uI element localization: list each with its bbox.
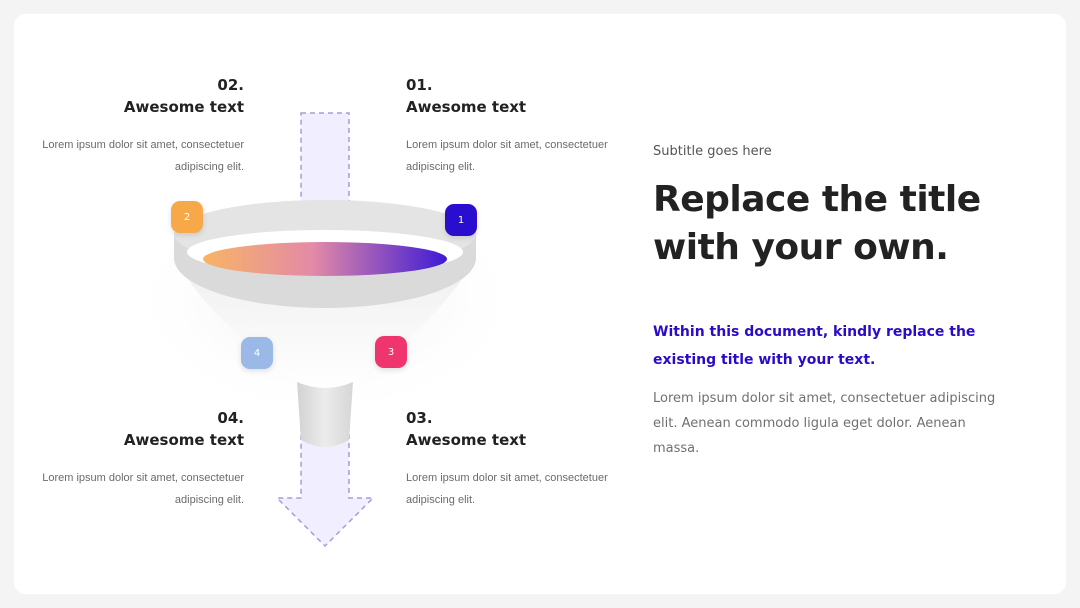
step-description: Lorem ipsum dolor sit amet, consectetuer… <box>42 472 244 506</box>
step-title: Awesome text <box>406 98 527 116</box>
badge-4: 4 <box>241 337 273 369</box>
highlight-text: Within this document, kindly replace the… <box>653 324 976 368</box>
body-text: Lorem ipsum dolor sit amet, consectetuer… <box>653 391 996 456</box>
step-description: Lorem ipsum dolor sit amet, consectetuer… <box>406 139 608 173</box>
step-number: 02. <box>217 76 244 94</box>
step-04: 04. Awesome text Lorem ipsum dolor sit a… <box>14 407 244 511</box>
funnel-liquid <box>203 242 447 276</box>
step-number: 03. <box>406 409 433 427</box>
badge-1: 1 <box>445 204 477 236</box>
step-02: 02. Awesome text Lorem ipsum dolor sit a… <box>14 74 244 178</box>
page-title: Replace the title with your own. <box>653 179 981 268</box>
badge-3: 3 <box>375 336 407 368</box>
step-title: Awesome text <box>123 98 244 116</box>
step-number: 04. <box>217 409 244 427</box>
text-panel: Subtitle goes here Replace the title wit… <box>653 142 1063 461</box>
funnel-spout <box>297 382 353 447</box>
step-description: Lorem ipsum dolor sit amet, consectetuer… <box>42 139 244 173</box>
step-03: 03. Awesome text Lorem ipsum dolor sit a… <box>406 407 636 511</box>
step-description: Lorem ipsum dolor sit amet, consectetuer… <box>406 472 608 506</box>
step-number: 01. <box>406 76 433 94</box>
step-title: Awesome text <box>123 431 244 449</box>
badge-2: 2 <box>171 201 203 233</box>
step-title: Awesome text <box>406 431 527 449</box>
subtitle: Subtitle goes here <box>653 144 772 159</box>
step-01: 01. Awesome text Lorem ipsum dolor sit a… <box>406 74 636 178</box>
